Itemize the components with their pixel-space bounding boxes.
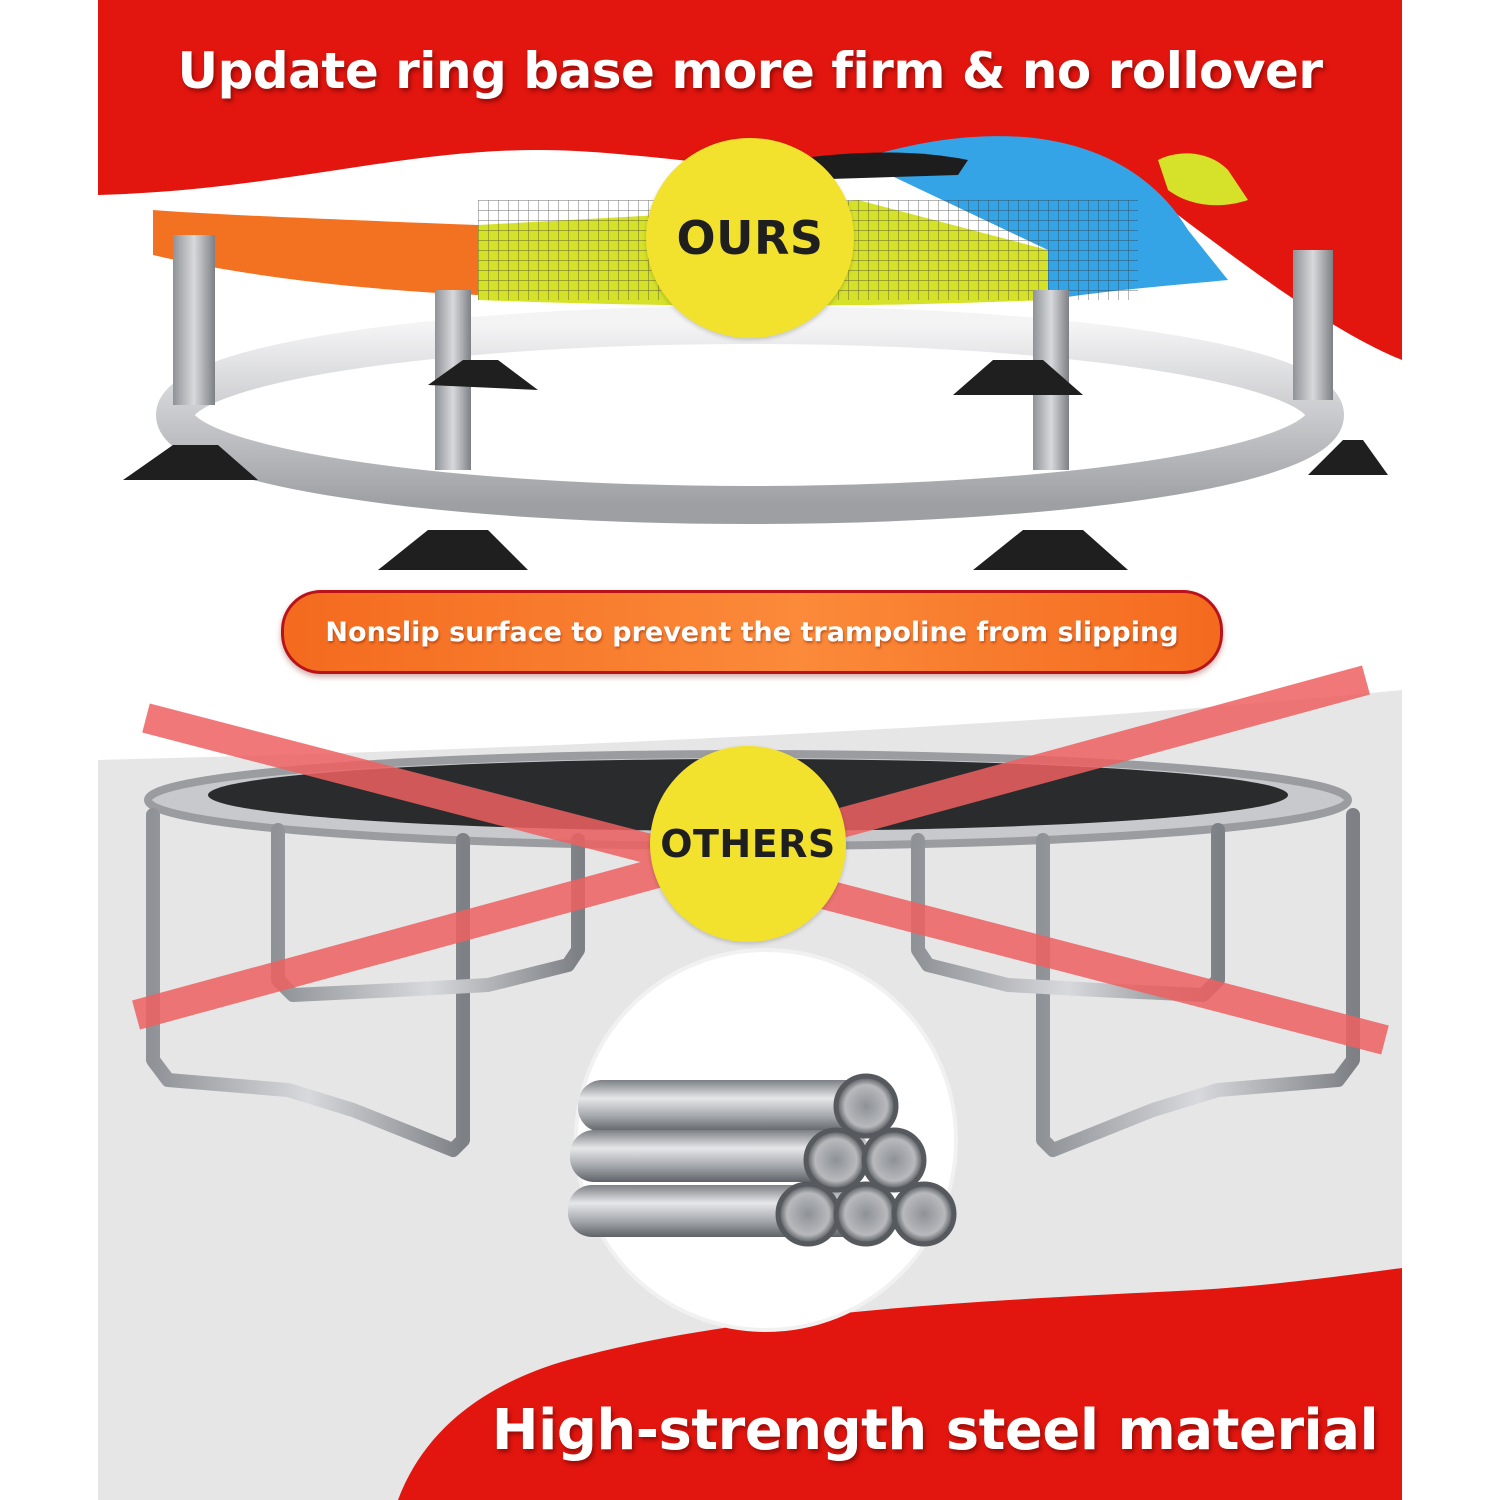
steel-pipes-icon (568, 948, 958, 1332)
ours-badge: OURS (646, 138, 854, 338)
illustration-layer (98, 0, 1402, 1500)
ours-badge-label: OURS (676, 211, 824, 265)
top-headline: Update ring base more firm & no rollover (177, 42, 1324, 100)
nonslip-feature-text: Nonslip surface to prevent the trampolin… (325, 616, 1179, 648)
others-badge: OTHERS (650, 746, 846, 942)
top-red-banner (98, 0, 1402, 360)
nonslip-feature-pill: Nonslip surface to prevent the trampolin… (281, 590, 1223, 674)
product-canvas: Update ring base more firm & no rollover… (98, 0, 1402, 1500)
bottom-red-banner (398, 1268, 1402, 1500)
others-badge-label: OTHERS (660, 822, 836, 866)
bottom-headline: High-strength steel material (491, 1398, 1379, 1463)
